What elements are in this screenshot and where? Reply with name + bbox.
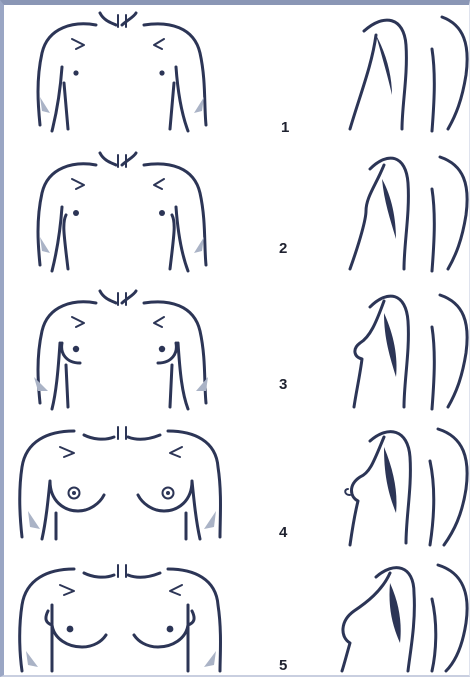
stage-label-2: 2 bbox=[279, 241, 287, 256]
stage-label-1: 1 bbox=[281, 120, 289, 135]
stage-3-front-view bbox=[34, 291, 208, 409]
stage-5-side-view bbox=[342, 565, 467, 671]
diagram-canvas bbox=[4, 5, 470, 677]
tanner-stages-diagram: 1 2 3 4 5 bbox=[4, 5, 470, 677]
stage-2-side-view bbox=[350, 157, 467, 271]
stage-label-4: 4 bbox=[279, 525, 287, 540]
stage-label-3: 3 bbox=[279, 377, 287, 392]
stage-1-front-view bbox=[38, 13, 206, 131]
stage-2-front-view bbox=[38, 153, 206, 271]
stage-4-front-view bbox=[20, 427, 221, 539]
stage-label-5: 5 bbox=[279, 658, 287, 673]
stage-4-side-view bbox=[345, 429, 467, 545]
stage-3-side-view bbox=[354, 295, 467, 409]
stage-1-side-view bbox=[350, 17, 467, 131]
stage-5-front-view bbox=[20, 565, 221, 671]
